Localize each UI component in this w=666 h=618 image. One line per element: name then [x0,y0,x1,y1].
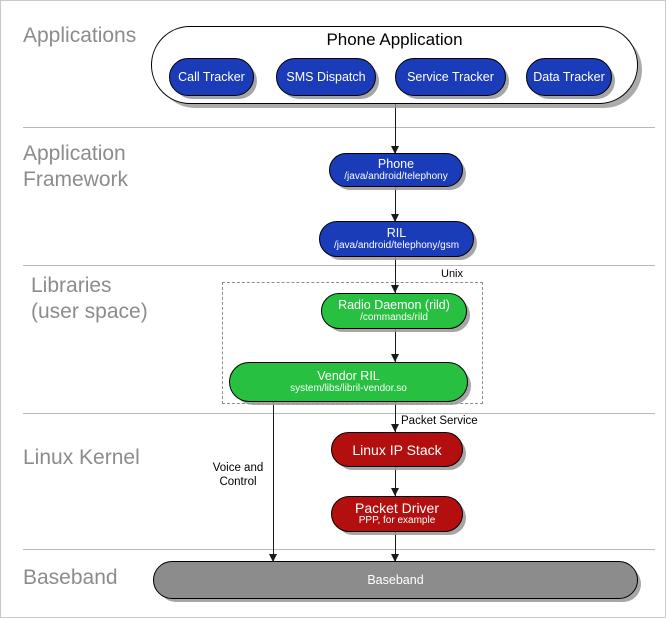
edge-apps-to-phone [395,104,397,153]
library-node-radio-daemon[interactable]: Radio Daemon (rild) /commands/rild [321,293,467,329]
library-node-vendor-ril-title: Vendor RIL [317,369,380,383]
app-node-sms-dispatch[interactable]: SMS Dispatch [276,58,376,96]
app-node-sms-dispatch-label: SMS Dispatch [286,70,366,84]
framework-node-phone-subtitle: /java/android/telephony [344,171,448,182]
layer-label-baseband: Baseband [23,566,118,589]
kernel-node-packet-driver-title: Packet Driver [354,500,440,516]
library-node-radio-daemon-title: Radio Daemon (rild) [338,298,450,312]
edge-label-voice-and-control: Voice and Control [212,462,264,488]
layer-label-libraries: Libraries (user space) [31,274,148,323]
arrowhead-phone-to-ril [391,214,399,222]
app-node-data-tracker-label: Data Tracker [533,70,605,84]
unix-group-label: Unix [441,268,464,280]
baseband-node[interactable]: Baseband [153,561,638,599]
framework-node-ril-subtitle: /java/android/telephony/gsm [333,240,460,251]
layer-label-application-framework: Application Framework [23,142,129,191]
framework-node-phone-title: Phone [377,157,415,171]
edge-packetdriver-to-baseband [395,531,397,563]
app-node-call-tracker-label: Call Tracker [178,70,245,84]
app-node-service-tracker-label: Service Tracker [407,70,494,84]
library-node-vendor-ril[interactable]: Vendor RIL system/libs/libril-vendor.so [229,362,468,402]
library-node-vendor-ril-subtitle: system/libs/libril-vendor.so [290,383,407,394]
arrowhead-vendorril-to-baseband-voice [269,554,277,562]
kernel-node-packet-driver[interactable]: Packet Driver PPP, for example [331,496,463,532]
edge-phone-to-ril [395,184,397,221]
library-node-radio-daemon-subtitle: /commands/rild [360,312,428,323]
edge-ipstack-to-packetdriver [395,466,397,496]
edge-vendorril-to-ipstack [395,401,397,432]
framework-node-ril[interactable]: RIL /java/android/telephony/gsm [319,221,474,257]
arrowhead-rild-to-vendorril [391,354,399,362]
arrowhead-packetdriver-to-baseband [391,554,399,562]
divider-libraries [23,413,655,414]
layer-label-linux-kernel: Linux Kernel [23,446,140,469]
framework-node-ril-title: RIL [386,226,407,240]
kernel-node-linux-ip-stack[interactable]: Linux IP Stack [331,432,463,467]
app-node-call-tracker[interactable]: Call Tracker [169,58,254,96]
arrowhead-ril-to-rild [391,285,399,293]
framework-node-phone[interactable]: Phone /java/android/telephony [329,153,463,187]
app-node-service-tracker[interactable]: Service Tracker [395,58,506,96]
baseband-node-title: Baseband [367,573,424,587]
kernel-node-linux-ip-stack-title: Linux IP Stack [352,441,442,458]
divider-kernel [23,549,655,550]
layer-label-applications: Applications [23,24,137,47]
edge-rild-to-vendorril [395,327,397,362]
phone-application-title: Phone Application [326,30,463,49]
arrowhead-apps-to-phone [391,146,399,154]
edge-vendorril-to-baseband-voice [273,401,275,563]
edge-ril-to-rild [395,256,397,293]
kernel-node-packet-driver-subtitle: PPP, for example [358,515,436,526]
divider-framework [23,265,655,266]
arrowhead-ipstack-to-packetdriver [391,488,399,496]
app-node-data-tracker[interactable]: Data Tracker [526,58,612,96]
unix-group-box [222,282,483,404]
edge-label-packet-service: Packet Service [401,415,478,427]
divider-applications [23,127,655,128]
arrowhead-vendorril-to-ipstack [391,424,399,432]
